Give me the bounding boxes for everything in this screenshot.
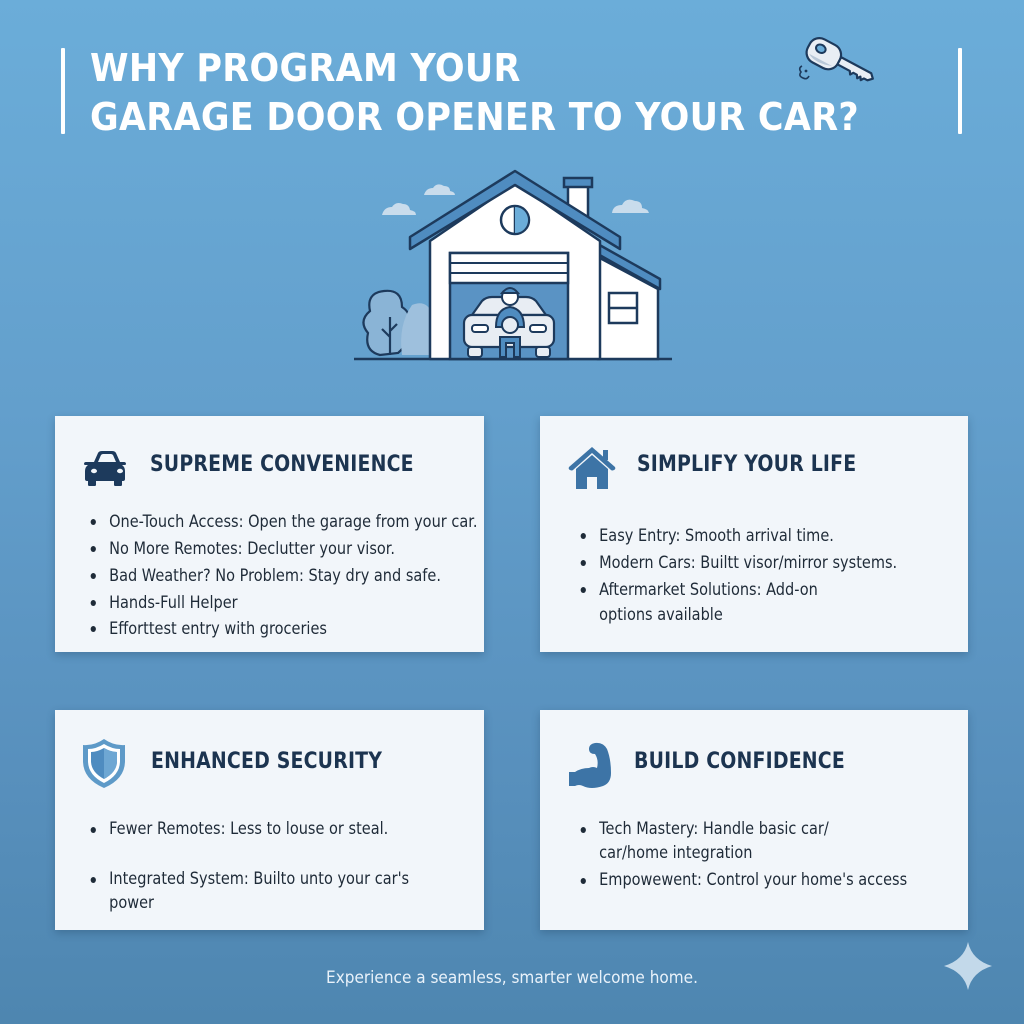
list-item: One-Touch Access: Open the garage from y… [88,509,477,536]
list-item-line: Aftermarket Solutions: Add-on [599,580,818,599]
benefit-list: Fewer Remotes: Less to louse or steal. I… [88,817,453,915]
car-key-icon [798,37,874,82]
benefit-list: Tech Mastery: Handle basic car/ car/home… [578,817,952,892]
list-item: Efforttest entry with groceries [88,616,477,643]
list-item-line: options available [599,605,723,624]
list-item: No More Remotes: Declutter your visor. [88,536,477,563]
house-garage-car-illustration [354,169,672,361]
list-item: Integrated System: Builto unto your car'… [88,867,409,915]
sparkle-icon [944,942,992,990]
list-item: Modern Cars: Builtt visor/mirror systems… [578,550,897,575]
shield-icon [83,739,125,788]
list-item: Easy Entry: Smooth arrival time. [578,523,897,548]
card-title: SUPREME CONVENIENCE [150,452,414,477]
title-accent-bar-right [958,48,962,134]
list-item-line: power [109,893,154,912]
list-item: Bad Weather? No Problem: Stay dry and sa… [88,563,477,590]
benefit-list: Easy Entry: Smooth arrival time. Modern … [578,523,941,629]
title-accent-bar-left [61,48,65,134]
flexed-bicep-icon [569,742,611,788]
cloud-icon [382,184,649,215]
list-item: Empowewent: Control your home's access [578,868,907,892]
card-enhanced-security: ENHANCED SECURITY Fewer Remotes: Less to… [55,710,484,930]
footer-tagline: Experience a seamless, smarter welcome h… [326,968,698,988]
home-icon [568,447,616,489]
list-item: Hands-Full Helper [88,590,477,617]
person-illustration [494,287,526,358]
list-item: Aftermarket Solutions: Add-on options av… [578,577,897,627]
card-title: ENHANCED SECURITY [151,749,383,774]
card-simplify-your-life: SIMPLIFY YOUR LIFE Easy Entry: Smooth ar… [540,416,968,652]
card-supreme-convenience: SUPREME CONVENIENCE One-Touch Access: Op… [55,416,484,652]
list-item-line: Tech Mastery: Handle basic car/ [599,819,829,838]
card-title: BUILD CONFIDENCE [634,749,845,774]
list-item-line: car/home integration [599,842,753,862]
list-item: Tech Mastery: Handle basic car/ car/home… [578,817,907,864]
list-item: Fewer Remotes: Less to louse or steal. [88,817,409,841]
title-line-2: GARAGE DOOR OPENER TO YOUR CAR? [90,95,859,139]
tree-icon [362,289,436,357]
card-build-confidence: BUILD CONFIDENCE Tech Mastery: Handle ba… [540,710,968,930]
card-title: SIMPLIFY YOUR LIFE [637,452,857,477]
list-item-line: Integrated System: Builto unto your car'… [109,869,410,888]
page-title: WHY PROGRAM YOUR GARAGE DOOR OPENER TO Y… [90,44,859,142]
title-line-1: WHY PROGRAM YOUR [90,46,521,90]
benefit-list: One-Touch Access: Open the garage from y… [88,509,531,643]
car-icon [84,451,126,486]
